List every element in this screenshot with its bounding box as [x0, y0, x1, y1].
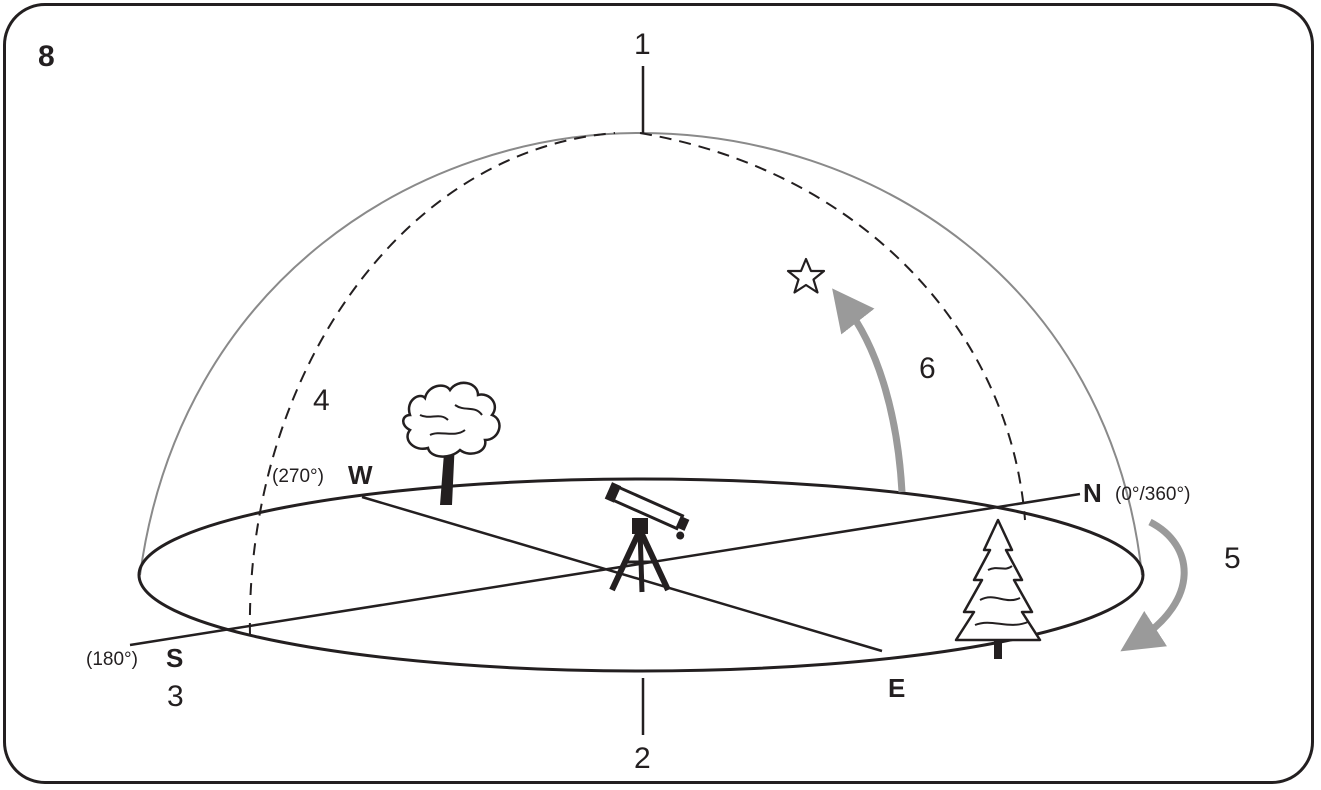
- figure-number: 8: [38, 40, 55, 73]
- telescope-icon: [604, 482, 690, 593]
- deciduous-tree-icon: [402, 381, 501, 505]
- callout-6: 6: [919, 352, 936, 385]
- horizon-plane: [137, 477, 1145, 673]
- north-degrees-label: (0°/360°): [1115, 484, 1190, 505]
- west-degrees-label: (270°): [272, 466, 324, 487]
- south-label: S: [166, 643, 183, 673]
- callout-4: 4: [313, 384, 330, 417]
- callout-3: 3: [167, 680, 184, 713]
- east-label: E: [888, 673, 905, 703]
- meridian-arc-east: [639, 132, 1026, 521]
- altitude-arrow: [832, 288, 906, 493]
- azimuth-arrow: [1120, 518, 1188, 652]
- south-degrees-label: (180°): [86, 649, 138, 670]
- west-label: W: [348, 460, 373, 490]
- callout-1: 1: [634, 28, 651, 61]
- north-label: N: [1083, 478, 1102, 508]
- callout-2: 2: [634, 742, 651, 775]
- callout-5: 5: [1224, 542, 1241, 575]
- pine-tree-icon: [954, 518, 1042, 659]
- meridian-arc-west: [248, 132, 616, 636]
- figure-frame: [3, 3, 1314, 784]
- star-icon: [786, 257, 826, 294]
